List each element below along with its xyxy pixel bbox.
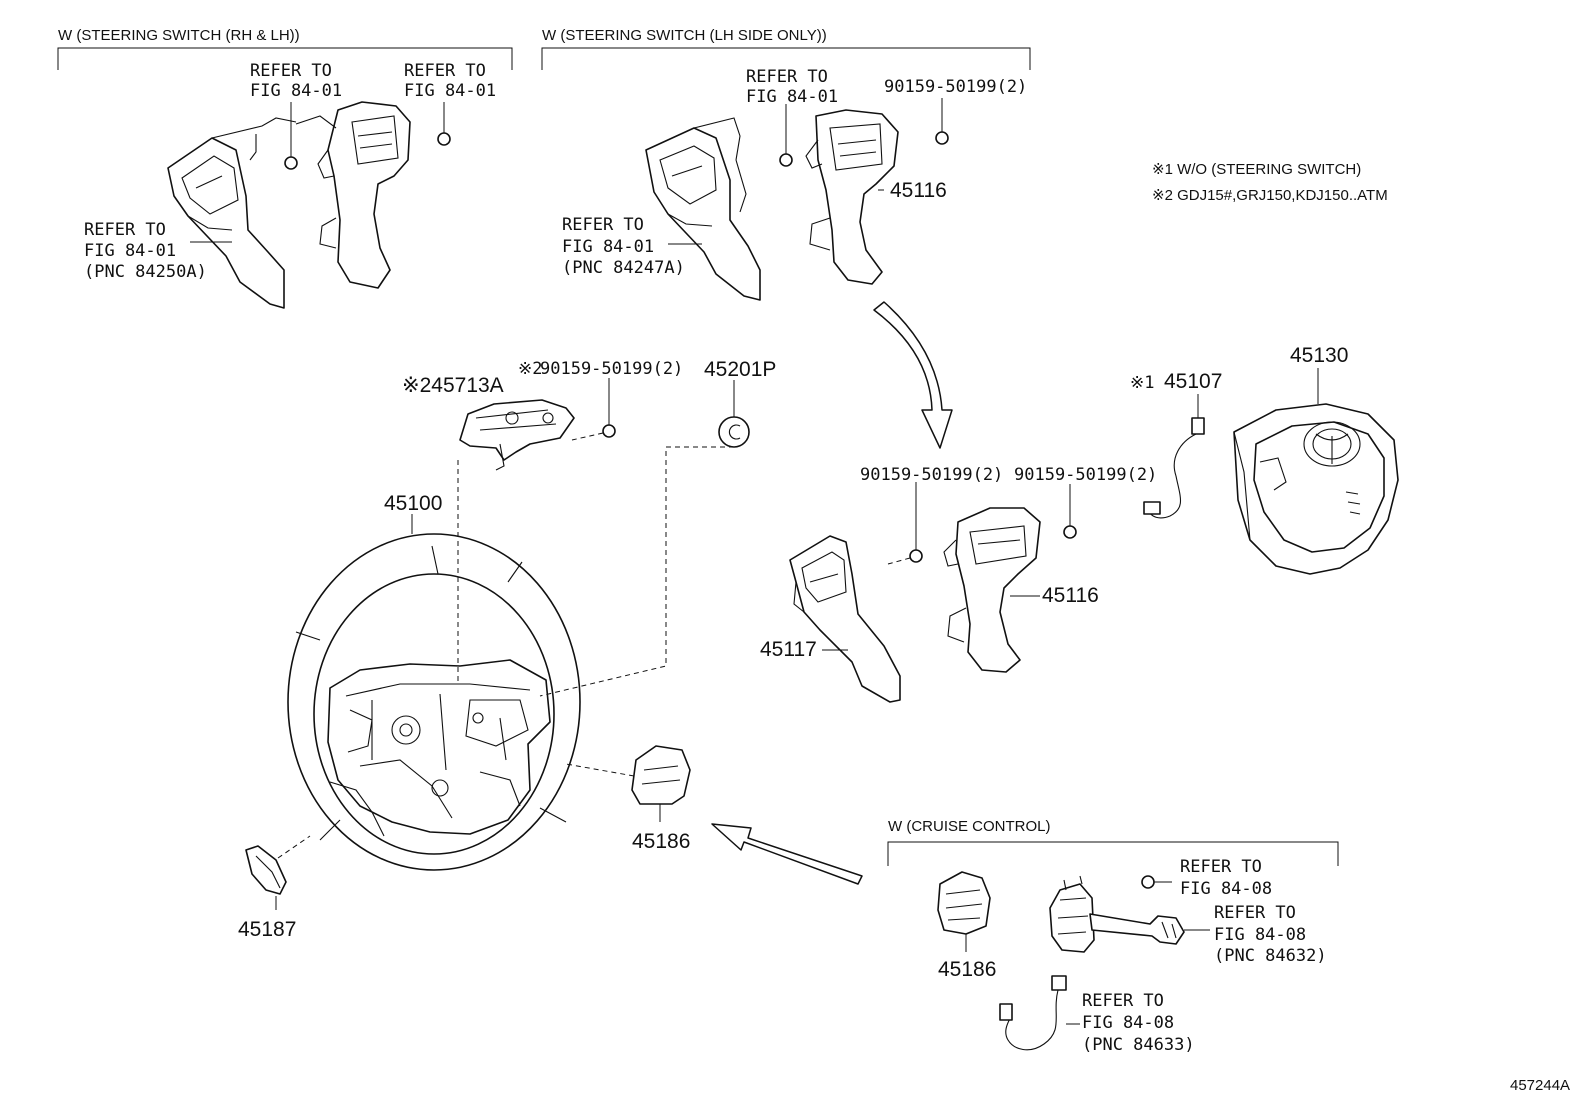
bolt-center: [602, 424, 616, 438]
part-number-45186-center: 45186: [632, 830, 690, 853]
label-rh-lh-refer-3a: REFER TO: [84, 220, 166, 240]
part-number-45116-mid: 45116: [1042, 584, 1099, 607]
label-rh-lh-refer-2b: FIG 84-01: [404, 81, 496, 101]
part-number-45117: 45117: [760, 638, 817, 661]
switch-45116-mid: [943, 507, 1041, 673]
label-cc-refer-1b: FIG 84-08: [1180, 879, 1272, 899]
wire-cruise-control: [999, 975, 1067, 1051]
label-cc-refer-3a: REFER TO: [1082, 991, 1164, 1011]
group-title-cruise-control: W (CRUISE CONTROL): [888, 818, 1051, 835]
part-number-45116-top: 45116: [890, 179, 947, 202]
label-rh-lh-refer-1b: FIG 84-01: [250, 81, 342, 101]
note-2: ※2 GDJ15#,GRJ150,KDJ150..ATM: [1152, 187, 1388, 204]
label-bolt-center-mark: ※2: [518, 359, 542, 379]
switch-assembly-lh-only: [645, 98, 949, 301]
switch-assembly-rh-lh: [167, 101, 451, 309]
group-steering-switch-lh-only: W (STEERING SWITCH (LH SIDE ONLY)): [541, 27, 1031, 70]
label-lh-refer-1a: REFER TO: [746, 67, 828, 87]
label-cc-refer-1a: REFER TO: [1180, 857, 1262, 877]
cruise-control-switch: [1049, 875, 1185, 953]
wire-harness-45107: [1143, 417, 1205, 519]
label-rh-lh-refer-1a: REFER TO: [250, 61, 332, 81]
curved-arrow-down: [873, 301, 953, 449]
label-cc-refer-3b: FIG 84-08: [1082, 1013, 1174, 1033]
part-number-45107: 45107: [1164, 370, 1222, 393]
label-bolt-mid-left: 90159-50199(2): [860, 465, 1003, 485]
cover-45186-cruise: [937, 871, 991, 935]
group-title-rh-lh: W (STEERING SWITCH (RH & LH)): [58, 27, 300, 44]
label-lh-bolt: 90159-50199(2): [884, 77, 1027, 97]
label-lh-refer-1b: FIG 84-01: [746, 87, 838, 107]
label-bolt-mid-right: 90159-50199(2): [1014, 465, 1157, 485]
label-cc-refer-2a: REFER TO: [1214, 903, 1296, 923]
cover-45187: [245, 845, 287, 895]
bolt-mid-right: [1063, 525, 1077, 539]
cover-45186-center: [631, 745, 691, 805]
group-cruise-control: W (CRUISE CONTROL): [887, 818, 1339, 866]
group-title-lh-only: W (STEERING SWITCH (LH SIDE ONLY)): [542, 27, 827, 44]
label-rh-lh-refer-3c: (PNC 84250A): [84, 262, 207, 282]
airbag-45130: [1233, 403, 1399, 575]
switch-45117: [789, 535, 901, 703]
note-1: ※1 W/O (STEERING SWITCH): [1152, 161, 1361, 178]
label-lh-refer-2b: FIG 84-01: [562, 237, 654, 257]
label-bolt-center: 90159-50199(2): [540, 359, 683, 379]
part-number-45186-cruise: 45186: [938, 958, 996, 981]
steering-wheel-45100: [287, 533, 581, 871]
straight-arrow-left: [711, 823, 863, 885]
cap-45201P: [718, 416, 750, 448]
bolt-cruise-control: [1141, 875, 1155, 889]
label-lh-refer-2a: REFER TO: [562, 215, 644, 235]
figure-id: 457244A: [1510, 1077, 1570, 1094]
part-number-45130: 45130: [1290, 344, 1348, 367]
label-cc-refer-2b: FIG 84-08: [1214, 925, 1306, 945]
part-number-45187: 45187: [238, 918, 296, 941]
bracket-45713A: [459, 399, 575, 471]
part-number-45100: 45100: [384, 492, 442, 515]
label-rh-lh-refer-3b: FIG 84-01: [84, 241, 176, 261]
label-lh-refer-2c: (PNC 84247A): [562, 258, 685, 278]
part-number-45713A: ※245713A: [402, 374, 504, 397]
label-cc-refer-2c: (PNC 84632): [1214, 946, 1327, 966]
part-number-45201P: 45201P: [704, 358, 776, 381]
label-rh-lh-refer-2a: REFER TO: [404, 61, 486, 81]
label-45107-mark: ※1: [1130, 373, 1154, 393]
bolt-mid-left: [909, 549, 923, 563]
label-cc-refer-3c: (PNC 84633): [1082, 1035, 1195, 1055]
group-steering-switch-rh-lh: W (STEERING SWITCH (RH & LH)): [57, 27, 513, 70]
